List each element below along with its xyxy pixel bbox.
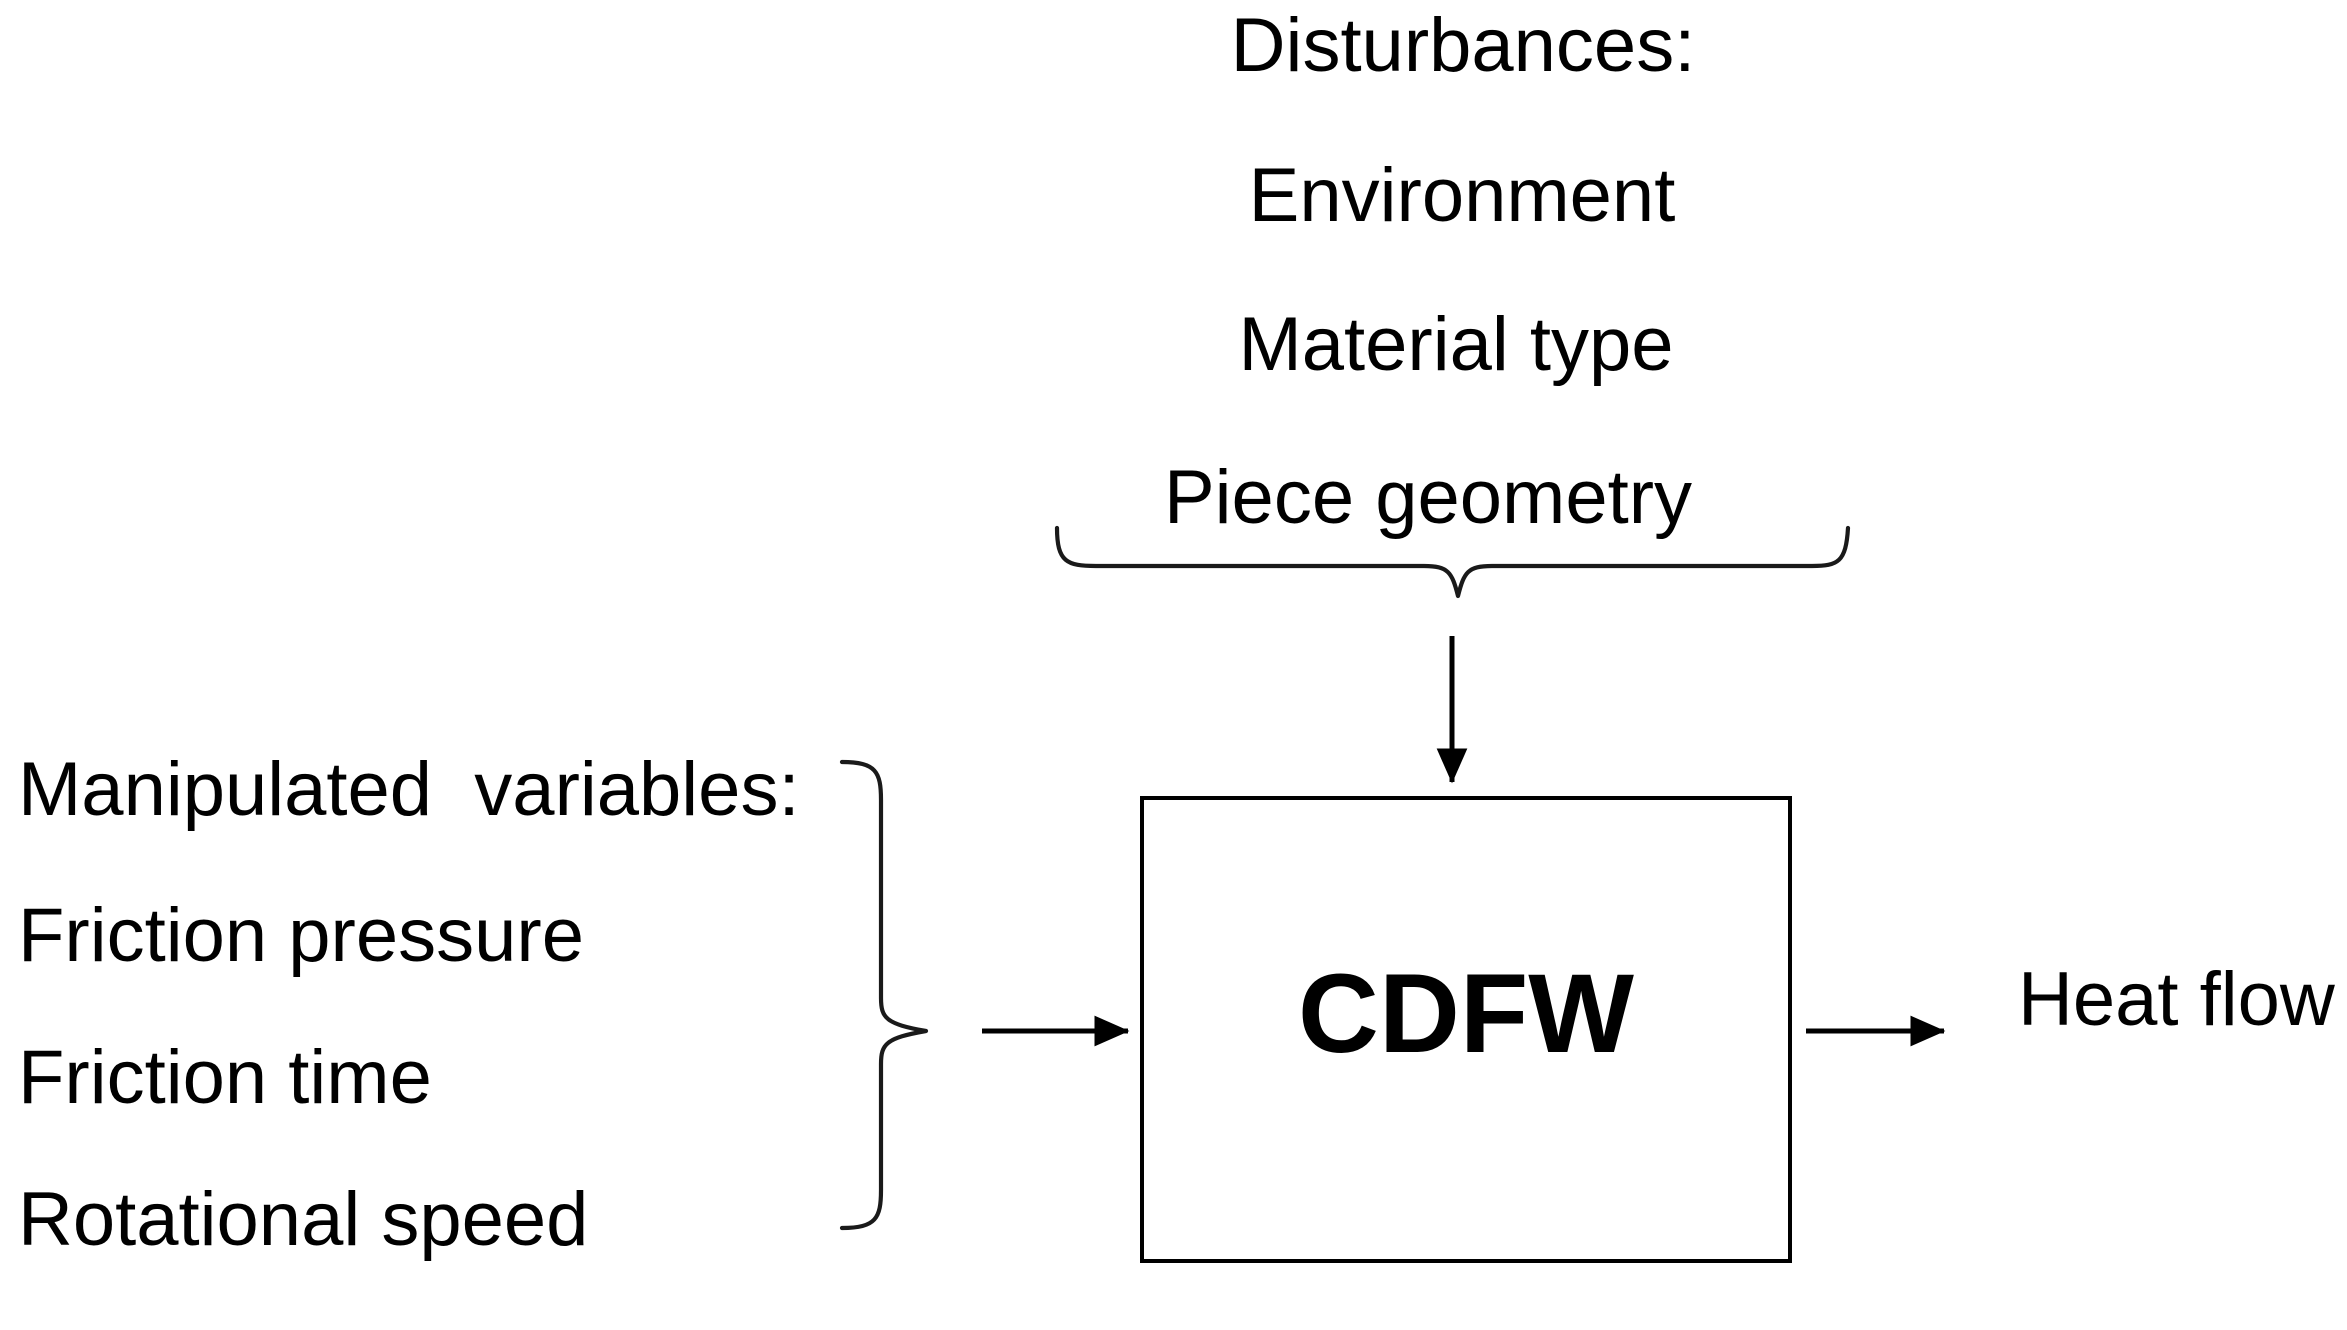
manipulated-variables-brace-icon	[839, 759, 929, 1231]
output-label-heat-flow: Heat flow	[2018, 957, 2335, 1042]
manipulated-variable-friction-time: Friction time	[18, 1035, 432, 1120]
process-block	[1140, 796, 1792, 1263]
manipulated-variable-friction-pressure: Friction pressure	[18, 893, 584, 978]
disturbances-heading: Disturbances:	[1230, 3, 1696, 88]
disturbance-item-material-type: Material type	[1238, 302, 1674, 387]
manipulated-variable-rotational-speed: Rotational speed	[18, 1177, 589, 1262]
disturbance-item-environment: Environment	[1248, 153, 1676, 238]
process-block-label: CDFW	[1298, 951, 1634, 1076]
disturbance-item-piece-geometry: Piece geometry	[1163, 455, 1693, 540]
manipulated-variables-heading: Manipulated variables:	[18, 747, 800, 832]
